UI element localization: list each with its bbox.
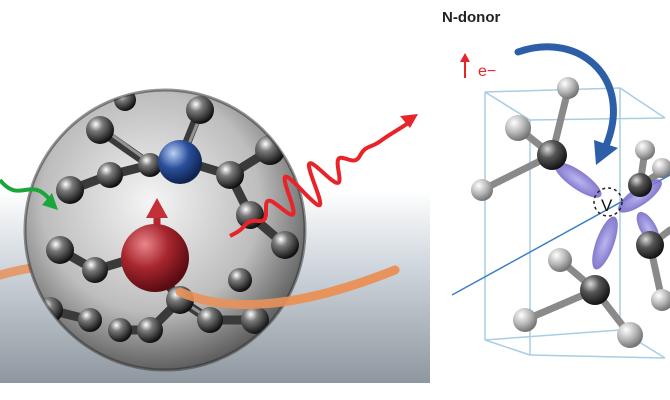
- nitrogen-atom: [158, 140, 202, 184]
- photon-emission-wave: [228, 114, 418, 238]
- vacancy-site: V: [593, 187, 623, 217]
- electron-transfer-curved-arrow-icon: [514, 43, 618, 165]
- spin-up-arrow-icon: [146, 198, 168, 218]
- excitation-arrow-icon: [0, 178, 58, 210]
- spin-atom: [121, 224, 189, 292]
- vacancy-label: V: [601, 196, 613, 215]
- left-panel-illustration: [0, 88, 430, 383]
- spin-vacancy: [121, 198, 189, 292]
- cell-atoms: [471, 77, 670, 348]
- right-panel-svg: N-donor e−: [442, 9, 670, 359]
- electron-up-arrow-icon: [460, 53, 470, 78]
- orange-path-front: [175, 265, 400, 309]
- n-donor-atom: [537, 140, 567, 170]
- photon-arrow-head-icon: [400, 114, 418, 128]
- electron-label: e−: [478, 63, 496, 80]
- left-panel-svg: [0, 88, 430, 383]
- n-donor-label: N-donor: [442, 9, 500, 26]
- right-panel-illustration: N-donor e−: [430, 0, 670, 400]
- unit-cell-box: [484, 87, 666, 359]
- photon-wave-path: [228, 120, 412, 238]
